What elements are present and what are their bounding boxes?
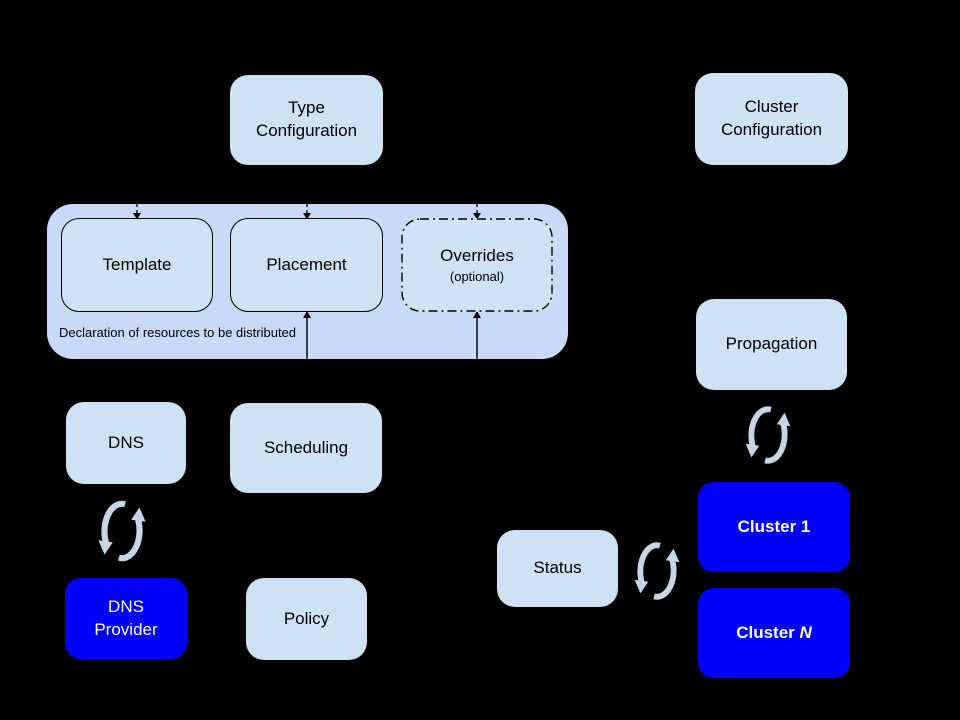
solid-arrow-into-placement — [303, 311, 311, 359]
node-propagation: Propagation — [696, 299, 847, 390]
node-dns: DNS — [66, 402, 186, 484]
sync-icon — [745, 406, 791, 464]
node-cluster-n: Cluster N — [698, 588, 850, 678]
node-cluster-1: Cluster 1 — [698, 482, 850, 572]
solid-arrow-into-overrides — [473, 311, 481, 359]
node-overrides: Overrides (optional) — [401, 218, 553, 312]
node-dns-provider: DNS Provider — [65, 578, 187, 659]
declaration-group: Template Placement Overrides (optional) … — [47, 204, 568, 359]
cluster-n-label: Cluster N — [736, 622, 812, 642]
node-scheduling: Scheduling — [230, 403, 382, 493]
overrides-subtitle: (optional) — [449, 269, 505, 285]
node-status: Status — [497, 530, 618, 607]
node-placement: Placement — [230, 218, 383, 312]
overrides-title: Overrides — [440, 246, 514, 266]
node-type-configuration: Type Configuration — [230, 75, 383, 165]
declaration-caption: Declaration of resources to be distribut… — [59, 325, 297, 340]
sync-icon — [98, 500, 146, 562]
node-cluster-configuration: Cluster Configuration — [695, 73, 848, 165]
node-template: Template — [61, 218, 213, 312]
sync-icon — [634, 542, 680, 600]
node-policy: Policy — [246, 578, 367, 660]
